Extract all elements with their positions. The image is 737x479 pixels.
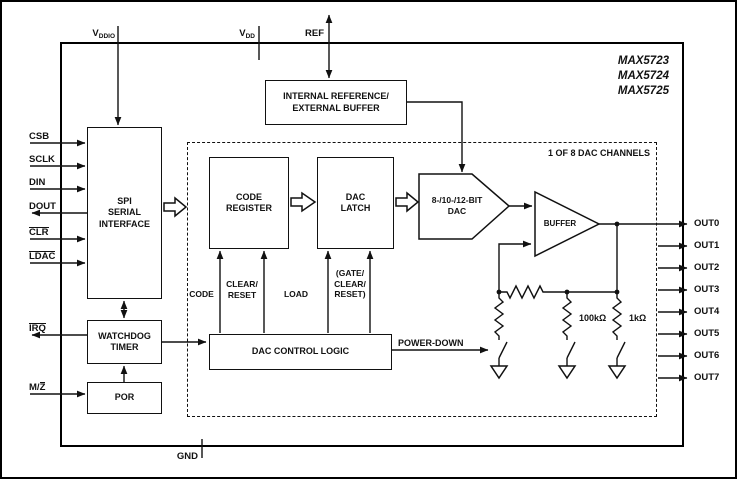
block-label: CODE: [235, 191, 262, 202]
pin-irq: IRQ: [29, 323, 46, 334]
pin-ref: REF: [305, 28, 324, 39]
pin-out5: OUT5: [694, 328, 720, 339]
pin-gnd: GND: [176, 451, 198, 462]
signal-power-down: POWER-DOWN: [398, 338, 464, 348]
internal-reference-block: INTERNAL REFERENCE/ EXTERNAL BUFFER: [265, 80, 407, 125]
pin-ldac: LDAC: [29, 251, 56, 262]
signal-load: LOAD: [283, 289, 309, 299]
block-label: WATCHDOG: [98, 330, 151, 341]
block-label: DAC: [345, 191, 366, 202]
block-label: INTERFACE: [98, 218, 150, 229]
pin-out2: OUT2: [694, 262, 720, 273]
pin-out4: OUT4: [694, 306, 720, 317]
pin-csb: CSB: [29, 131, 50, 142]
pin-dout: DOUT: [29, 201, 56, 212]
pin-out6: OUT6: [694, 350, 720, 361]
block-label: INTERNAL REFERENCE/: [283, 91, 389, 101]
block-label: REGISTER: [225, 203, 272, 213]
block-label: LATCH: [340, 203, 371, 213]
block-label: EXTERNAL BUFFER: [292, 102, 380, 113]
part-number: MAX5725: [617, 85, 669, 97]
pin-clr: CLR: [29, 227, 49, 238]
block-label: SERIAL: [107, 207, 141, 218]
pin-out0: OUT0: [694, 218, 720, 229]
block-label: POR: [114, 392, 135, 403]
pin-mz: M/Z: [29, 382, 46, 393]
resistor-1k-label: 1kΩ: [629, 313, 647, 323]
block-label: DAC CONTROL LOGIC: [251, 346, 350, 357]
signal-code: CODE: [189, 289, 214, 299]
signal-clear-reset: CLEAR/ RESET: [226, 279, 258, 300]
channel-note: 1 OF 8 DAC CHANNELS: [547, 148, 650, 158]
code-register-block: CODE REGISTER: [209, 157, 289, 249]
dac-control-logic-block: DAC CONTROL LOGIC: [209, 334, 392, 370]
dac-block-label: 8-/10-/12-BIT DAC: [431, 195, 483, 216]
part-number: MAX5724: [617, 70, 669, 82]
part-numbers: MAX5723 MAX5724 MAX5725: [562, 54, 669, 99]
dac-latch-block: DAC LATCH: [317, 157, 394, 249]
pin-out1: OUT1: [694, 240, 720, 251]
watchdog-timer-block: WATCHDOG TIMER: [87, 320, 162, 364]
pin-sclk: SCLK: [29, 154, 55, 165]
buffer-label: BUFFER: [543, 219, 577, 228]
pin-vdd: VDD: [239, 28, 255, 40]
signal-gate-clear-reset: (GATE/ CLEAR/ RESET): [334, 268, 366, 299]
block-label: SPI: [117, 195, 132, 206]
block-label: TIMER: [110, 342, 139, 352]
pin-out7: OUT7: [694, 372, 720, 383]
pin-out3: OUT3: [694, 284, 720, 295]
part-number: MAX5723: [617, 55, 669, 67]
pin-din: DIN: [29, 177, 46, 188]
por-block: POR: [87, 382, 162, 414]
spi-serial-interface-block: SPI SERIAL INTERFACE: [87, 127, 162, 299]
pin-vddio: VDDIO: [92, 28, 115, 40]
resistor-100k-label: 100kΩ: [579, 313, 607, 323]
